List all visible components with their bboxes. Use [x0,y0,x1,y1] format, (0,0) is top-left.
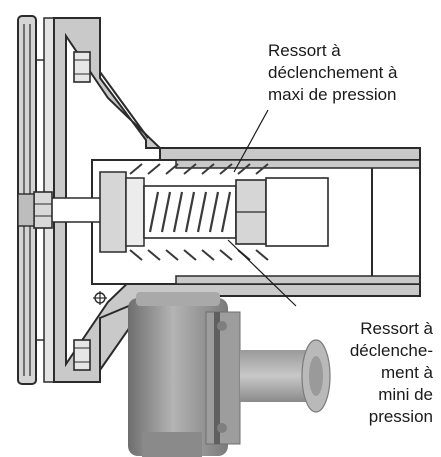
callout-min-line-4: mini de [378,385,433,404]
spring-cup [99,171,329,253]
callout-min-line-5: pression [368,407,433,426]
leader-line-min [227,239,297,307]
product-photo [128,292,331,457]
min-pressure-spring [148,191,232,233]
flange-bolt-top [73,51,91,83]
callout-min-pressure-spring: Ressort à déclenche- ment à mini de pres… [350,318,433,428]
flange-bolt-bottom [73,339,91,371]
leader-line-max [233,109,269,173]
callout-max-line-1: Ressort à [268,41,341,60]
callout-max-pressure-spring: Ressort à déclenchement à maxi de pressi… [268,40,397,106]
callout-max-line-2: déclenchement à [268,63,398,82]
callout-max-line-3: maxi de pression [268,85,397,104]
callout-min-line-2: déclenche- [349,341,433,360]
callout-min-line-3: ment à [381,363,433,382]
alignment-mark [93,291,107,305]
max-pressure-spring [129,163,269,261]
callout-min-line-1: Ressort à [360,319,433,338]
